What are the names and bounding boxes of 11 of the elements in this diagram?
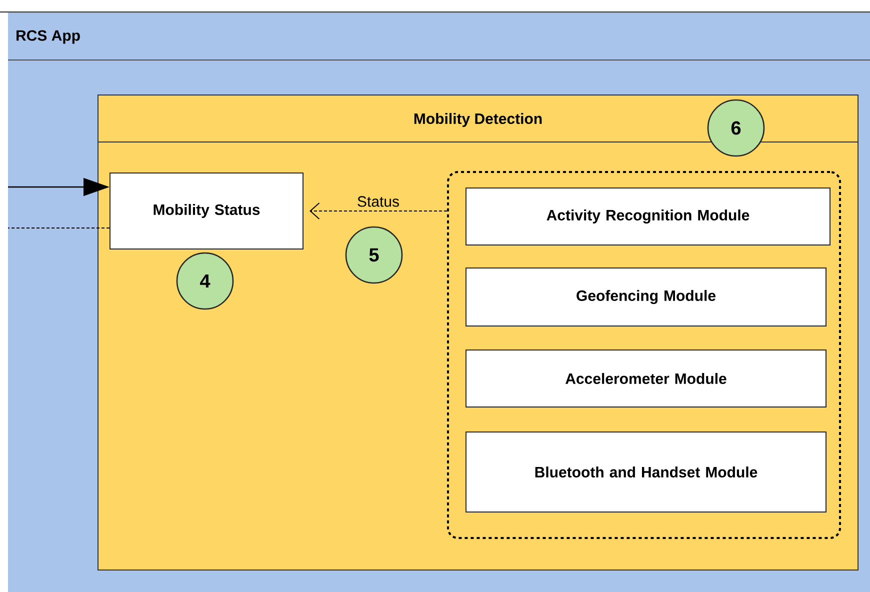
dashed-group-box (447, 171, 841, 539)
module-box: Accelerometer Module (466, 350, 826, 408)
edge-label: Status (358, 196, 399, 207)
module-box: Mobility Status (110, 172, 304, 250)
callout-number: 4 (176, 252, 234, 310)
module-box: Bluetooth and Handset Module (466, 432, 826, 512)
arrow (310, 202, 448, 220)
module-box: Activity Recognition Module (466, 188, 830, 246)
module-box: Geofencing Module (466, 268, 826, 326)
callout-number: 5 (345, 226, 403, 284)
callout-number: 6 (707, 99, 765, 157)
